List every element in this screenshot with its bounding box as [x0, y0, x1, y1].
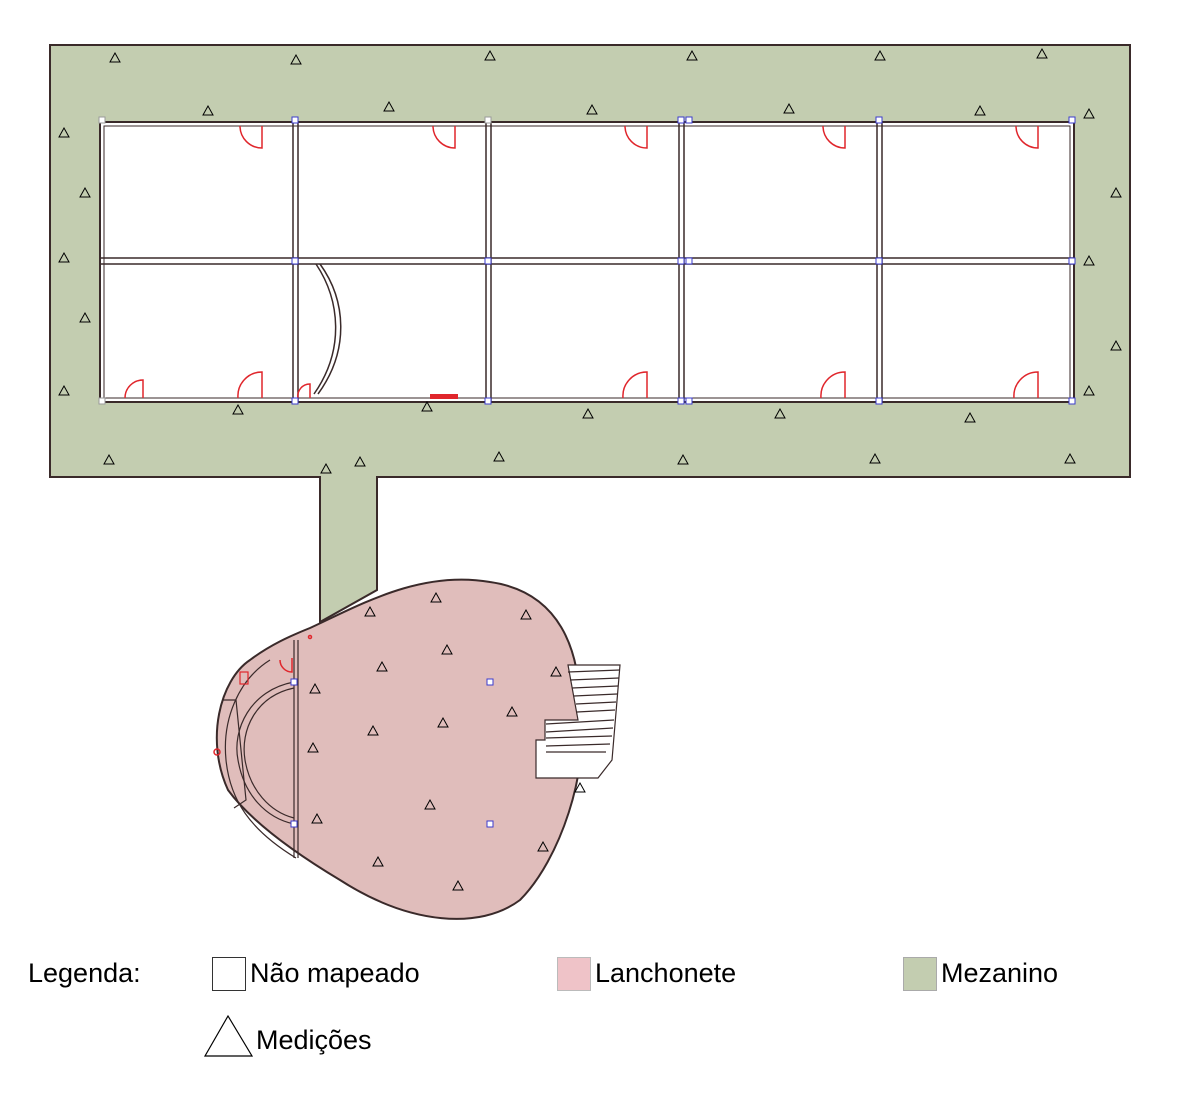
measurement-triangle-icon: [79, 186, 91, 198]
measurement-triangle-icon: [309, 682, 321, 694]
doors: [124, 125, 1039, 756]
lanchonete-area: [215, 578, 583, 920]
measurement-triangle-icon: [1064, 452, 1076, 464]
measurement-triangle-icon: [506, 705, 518, 717]
measurement-triangle-icon: [58, 126, 70, 138]
measurement-triangle-icon: [964, 411, 976, 423]
measurement-triangle-icon: [586, 103, 598, 115]
measurement-triangle-icon: [424, 798, 436, 810]
lanchonete-walls: [222, 640, 299, 859]
legend-label-mezanino: Mezanino: [941, 958, 1059, 988]
measurement-triangle-icon: [109, 51, 121, 63]
measurement-triangle-icon: [307, 741, 319, 753]
measurement-triangle-icon: [232, 403, 244, 415]
measurement-triangle-icon: [1083, 384, 1095, 396]
measurement-triangle-icon: [1110, 339, 1122, 351]
measurement-triangle-icon: [367, 724, 379, 736]
measurement-triangle-icon: [1083, 254, 1095, 266]
white-square-icon: [212, 957, 246, 991]
green-square-icon: [903, 957, 937, 991]
measurement-triangle-icon: [79, 311, 91, 323]
legend-label-medicoes: Medições: [256, 1025, 372, 1055]
measurement-triangle-icon: [582, 407, 594, 419]
node-markers: [290, 116, 1076, 828]
measurement-triangle-icon: [1110, 186, 1122, 198]
legend-title: Legenda:: [28, 958, 141, 988]
measurement-triangle-icon: [320, 462, 332, 474]
measurement-triangle-icon: [290, 53, 302, 65]
measurement-triangle-icon: [783, 102, 795, 114]
measurement-triangle-icon: [376, 660, 388, 672]
measurement-triangle-icon: [372, 855, 384, 867]
rooms-block: [99, 121, 1075, 403]
measurement-triangle-icon: [383, 100, 395, 112]
gray-markers: [98, 116, 492, 405]
measurement-triangle-icon: [441, 643, 453, 655]
measurement-triangle-icon: [354, 455, 366, 467]
measurement-triangle-icon: [1083, 107, 1095, 119]
legend-label-lanchonete: Lanchonete: [595, 958, 737, 988]
measurement-triangle-icon: [774, 407, 786, 419]
measurement-triangle-icon: [103, 453, 115, 465]
rooms-outline: [99, 121, 1075, 403]
measurement-triangle-icon: [574, 781, 586, 793]
legend-triangle-icon: [203, 1014, 254, 1057]
measurement-triangle-icon: [537, 840, 549, 852]
measurement-triangle-icon: [311, 812, 323, 824]
measurement-triangle-icon: [493, 450, 505, 462]
measurement-triangle-icon: [58, 384, 70, 396]
measurement-triangle-icon: [58, 251, 70, 263]
measurement-triangle-icon: [1036, 47, 1048, 59]
legend-label-nao-mapeado: Não mapeado: [250, 958, 420, 988]
pink-square-icon: [557, 957, 591, 991]
measurement-triangle-icon: [520, 608, 532, 620]
measurement-triangle-icon: [484, 49, 496, 61]
stairs: [535, 664, 621, 779]
measurement-triangle-icon: [874, 49, 886, 61]
measurement-triangle-icon: [677, 453, 689, 465]
measurement-triangle-icon: [430, 591, 442, 603]
measurement-triangle-icon: [550, 665, 562, 677]
measurement-triangle-icon: [686, 49, 698, 61]
measurement-triangle-icon: [452, 879, 464, 891]
measurement-triangle-icon: [974, 104, 986, 116]
measurement-triangle-icon: [202, 104, 214, 116]
measurement-triangle-icon: [437, 716, 449, 728]
measurement-triangle-icon: [364, 605, 376, 617]
measurement-triangle-icon: [869, 452, 881, 464]
measurement-points: [58, 47, 1122, 891]
measurement-triangle-icon: [421, 400, 433, 412]
